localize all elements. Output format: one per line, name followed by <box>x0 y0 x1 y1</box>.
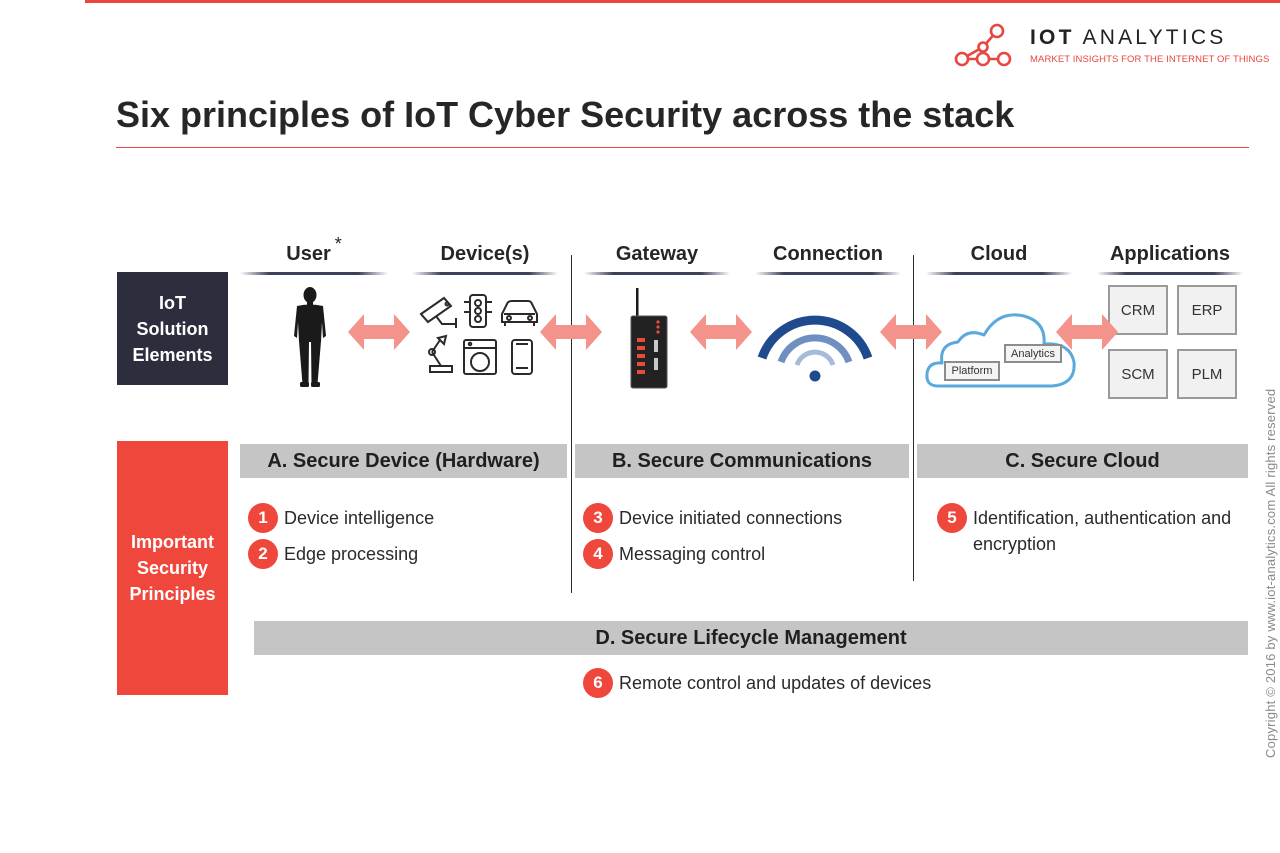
col-head-devices: Device(s) <box>412 243 558 275</box>
principle-6-badge: 6 <box>583 668 613 698</box>
app-plm-box: PLM <box>1177 349 1237 399</box>
double-arrow-cloud-apps-icon <box>1056 314 1118 350</box>
divider-connection-cloud <box>913 255 914 581</box>
col-head-user: User* <box>240 234 388 275</box>
logo-tagline: MARKET INSIGHTS FOR THE INTERNET OF THIN… <box>1030 54 1270 65</box>
double-arrow-gateway-connection-icon <box>690 314 752 350</box>
col-head-applications: Applications <box>1097 243 1243 275</box>
security-camera-icon <box>419 296 457 328</box>
app-erp-box: ERP <box>1177 285 1237 335</box>
app-scm-box: SCM <box>1108 349 1168 399</box>
principle-5-badge: 5 <box>937 503 967 533</box>
devices-icon-group <box>419 294 538 375</box>
principle-3: 3 Device initiated connections <box>583 503 843 533</box>
iot-solution-elements-label: IoT Solution Elements <box>117 272 228 385</box>
principle-2: 2 Edge processing <box>248 539 419 569</box>
principle-3-text: Device initiated connections <box>619 508 843 528</box>
cloud-platform-box: Platform <box>944 361 1000 381</box>
col-head-user-label: User <box>286 243 331 265</box>
principle-2-badge: 2 <box>248 539 278 569</box>
principle-3-badge: 3 <box>583 503 613 533</box>
col-head-gateway: Gateway <box>584 243 730 275</box>
principle-6: 6 Remote control and updates of devices <box>583 668 932 698</box>
col-head-connection: Connection <box>755 243 901 275</box>
principle-6-text: Remote control and updates of devices <box>619 673 932 693</box>
section-c-secure-cloud-bar: C. Secure Cloud <box>917 444 1248 478</box>
principle-1-text: Device intelligence <box>284 508 435 528</box>
double-arrow-device-gateway-icon <box>540 314 602 350</box>
robot-arm-icon <box>428 334 453 373</box>
copyright-notice: Copyright © 2016 by www.iot-analytics.co… <box>1263 388 1278 758</box>
col-head-cloud: Cloud <box>926 243 1072 275</box>
page-title: Six principles of IoT Cyber Security acr… <box>116 94 1015 135</box>
double-arrow-user-device-icon <box>348 314 410 350</box>
section-d-secure-lifecycle-bar: D. Secure Lifecycle Management <box>254 621 1248 655</box>
principle-1-badge: 1 <box>248 503 278 533</box>
logo-brand-bold: IOT <box>1030 26 1075 49</box>
section-a-secure-device-bar: A. Secure Device (Hardware) <box>240 444 567 478</box>
app-crm-box: CRM <box>1108 285 1168 335</box>
car-icon <box>501 300 538 326</box>
double-arrow-connection-cloud-icon <box>880 314 942 350</box>
cloud-analytics-box: Analytics <box>1004 344 1062 363</box>
section-b-secure-communications-bar: B. Secure Communications <box>575 444 909 478</box>
title-rule <box>116 147 1249 148</box>
user-asterisk: * <box>334 234 342 254</box>
iot-solution-elements-text: IoT Solution Elements <box>132 292 213 365</box>
principle-1: 1 Device intelligence <box>248 503 435 533</box>
important-security-principles-text: Important Security Principles <box>129 532 216 604</box>
logo-title: IOT ANALYTICS <box>1030 26 1226 50</box>
iot-analytics-logo-icon <box>954 23 1012 67</box>
principle-5-text: Identification, authentication and encry… <box>973 508 1232 554</box>
principle-2-text: Edge processing <box>284 544 419 564</box>
top-accent-bar <box>85 0 1280 3</box>
smartphone-icon <box>511 339 533 375</box>
washing-machine-icon <box>463 339 497 375</box>
principle-4-badge: 4 <box>583 539 613 569</box>
traffic-light-icon <box>464 294 492 328</box>
gateway-router-icon <box>630 288 668 389</box>
divider-device-gateway <box>571 255 572 593</box>
important-security-principles-label: Important Security Principles <box>117 441 228 695</box>
wifi-connection-icon <box>757 315 873 382</box>
logo-brand-light: ANALYTICS <box>1082 26 1227 49</box>
principle-4: 4 Messaging control <box>583 539 766 569</box>
user-silhouette-icon <box>294 287 326 387</box>
principle-4-text: Messaging control <box>619 544 766 564</box>
